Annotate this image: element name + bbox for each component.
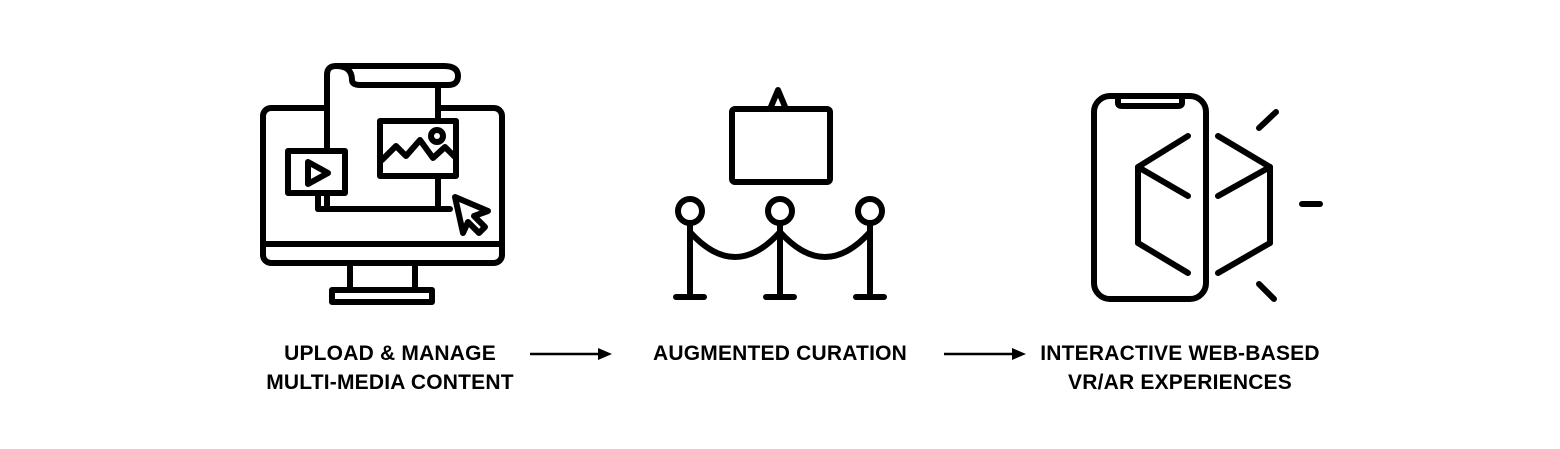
arrow-right-icon xyxy=(530,348,612,360)
monitor-media-upload-icon xyxy=(260,63,505,305)
step-label-curation: AUGMENTED CURATION xyxy=(630,339,930,368)
step-label-line: INTERACTIVE WEB-BASED xyxy=(1040,342,1320,365)
step-label-experiences: INTERACTIVE WEB-BASED VR/AR EXPERIENCES xyxy=(1025,339,1335,397)
gallery-exhibit-icon xyxy=(673,87,887,300)
step-label-line: VR/AR EXPERIENCES xyxy=(1068,371,1292,394)
step-label-line: UPLOAD & MANAGE xyxy=(284,342,496,365)
step-label-line: AUGMENTED CURATION xyxy=(652,342,908,365)
arrow-right-icon xyxy=(944,348,1026,360)
phone-ar-cube-icon xyxy=(1091,93,1323,302)
step-label-upload: UPLOAD & MANAGE MULTI-MEDIA CONTENT xyxy=(240,339,540,397)
step-label-line: MULTI-MEDIA CONTENT xyxy=(266,371,514,394)
